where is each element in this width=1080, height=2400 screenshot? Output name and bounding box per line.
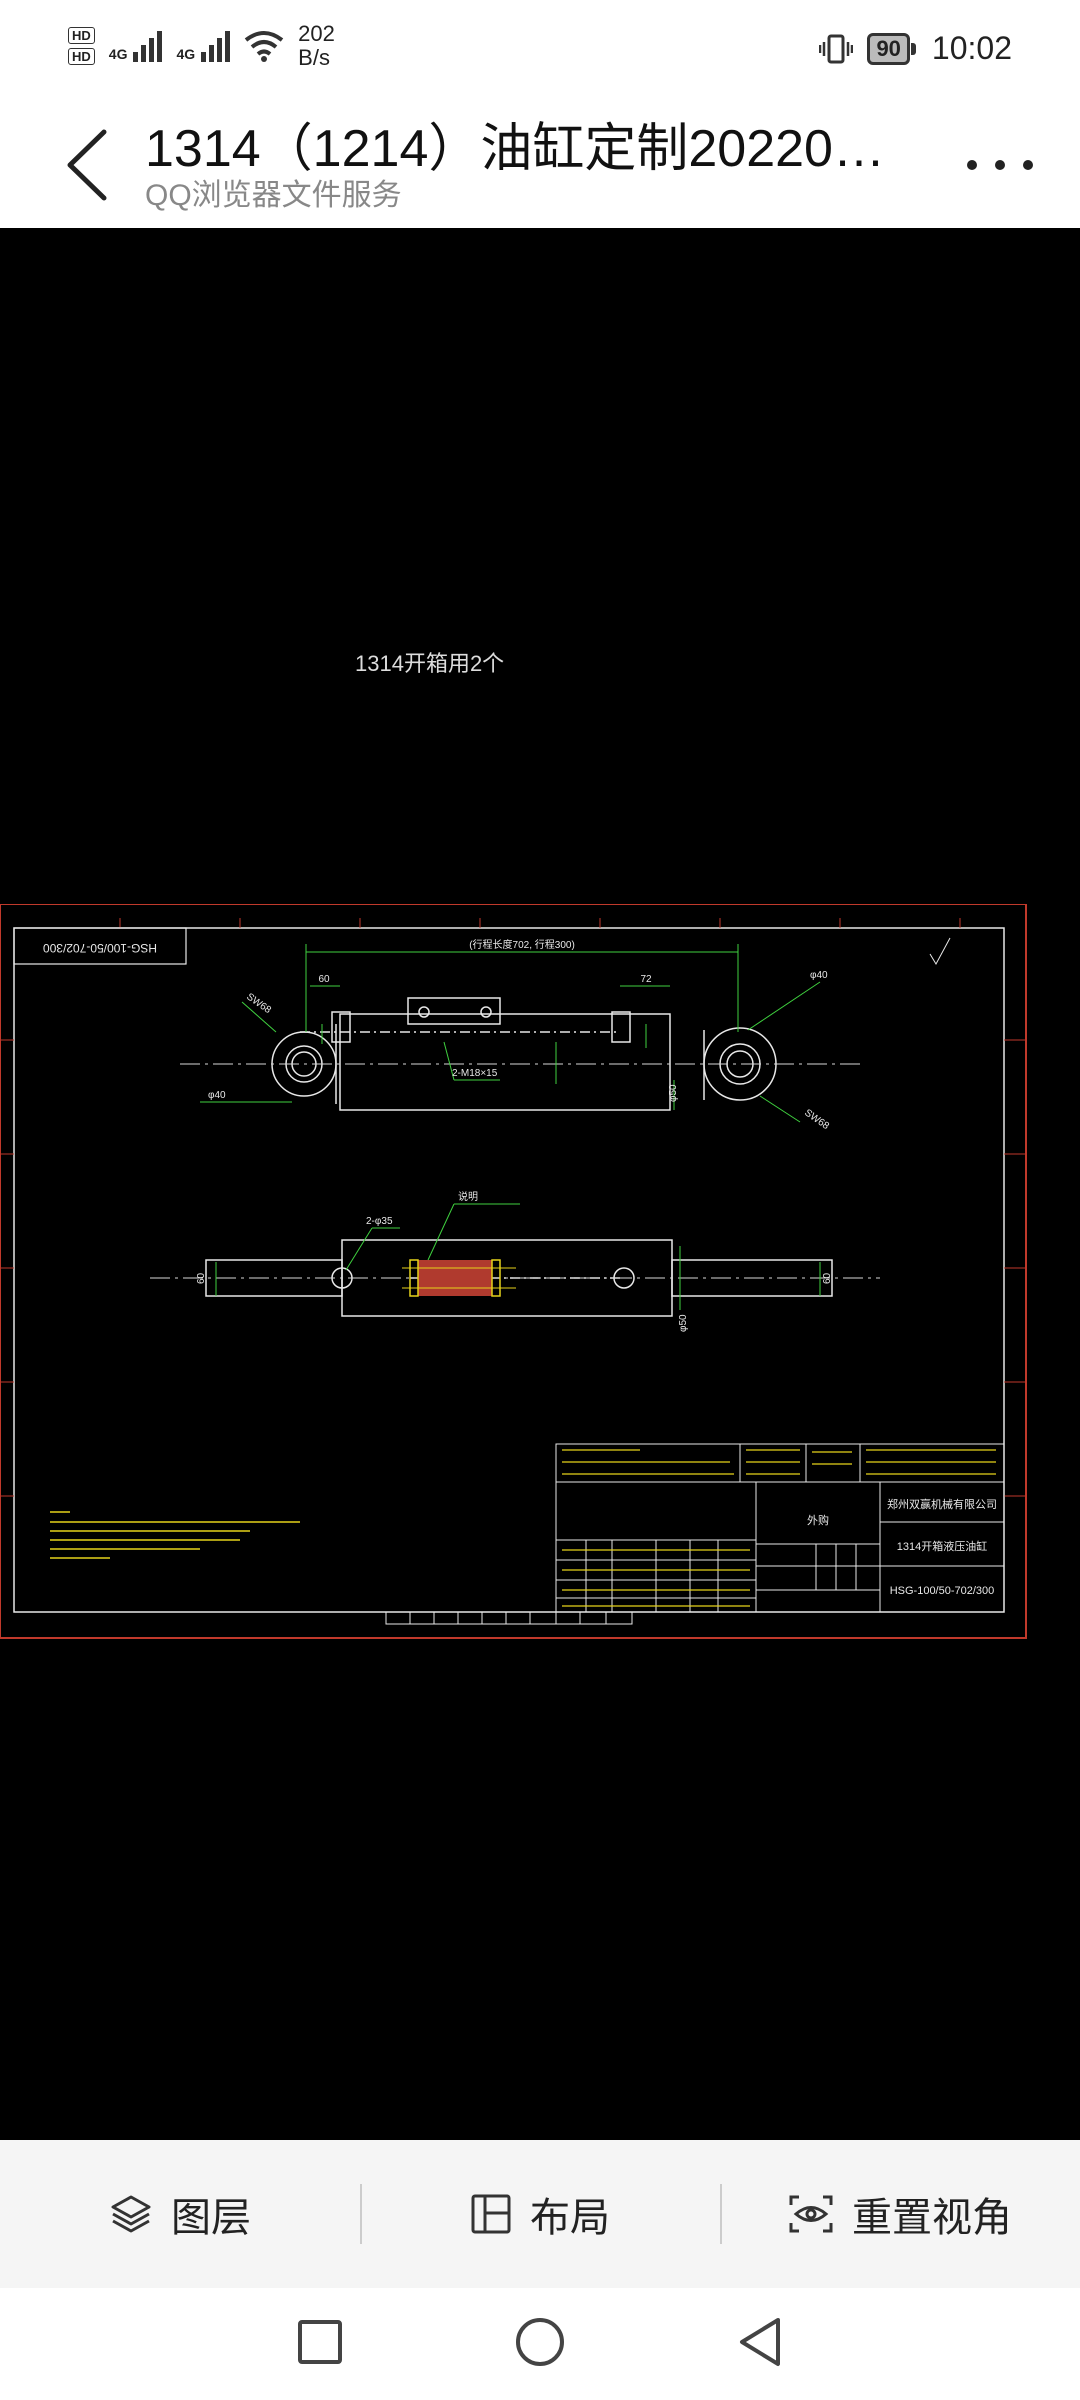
network-label: 4G (108, 46, 128, 62)
dim-sw-left: SW68 (244, 991, 273, 1016)
drawing-frame-inner (13, 927, 1005, 1613)
speed-value: 202 (298, 21, 335, 46)
home-button[interactable] (514, 2316, 566, 2373)
dim-pin-right: φ40 (810, 970, 828, 981)
drawing-frame-outer (0, 904, 1027, 1639)
circle-icon (516, 2317, 564, 2366)
layers-label: 图层 (171, 2196, 251, 2240)
drawing-number: HSG-100/50-702/300 (890, 1585, 995, 1597)
status-right: 90 10:02 (819, 30, 1012, 67)
hd-indicators: HD HD (68, 27, 95, 65)
signal-1: 4G (109, 30, 163, 62)
chevron-left-icon (67, 129, 107, 201)
piston-section (402, 1259, 516, 1297)
dim-60b: 60 (196, 1272, 207, 1284)
dim-pin-left: φ40 (208, 1090, 226, 1101)
dimension-labels-front: 2-φ35 φ50 60 60 说明 (196, 1190, 833, 1332)
dim-stroke: (行程长度702, 行程300) (469, 938, 575, 951)
back-nav-button[interactable] (736, 2316, 784, 2373)
hd-badge: HD (68, 48, 95, 65)
layout-button[interactable]: 布局 (360, 2140, 720, 2288)
cylinder-top-view (271, 997, 777, 1111)
recents-button[interactable] (296, 2318, 344, 2371)
title-block (555, 1443, 1005, 1613)
section-note: 说明 (458, 1190, 478, 1203)
title-bar: 1314（1214）油缸定制20220… QQ浏览器文件服务 (0, 100, 1080, 228)
frame-ticks (0, 918, 1026, 1497)
dim-thread: 2-M18×15 (452, 1068, 498, 1079)
bottom-toolbar: 图层 布局 重置视角 (0, 2140, 1080, 2288)
eye-frame-icon (789, 2195, 833, 2233)
document-source: QQ浏览器文件服务 (145, 179, 402, 212)
triangle-back-icon (740, 2317, 780, 2366)
layers-button[interactable]: 图层 (0, 2140, 360, 2288)
vibrate-icon (819, 34, 854, 63)
dimensions-top (200, 944, 821, 1123)
dim-holes: 2-φ35 (366, 1216, 393, 1227)
cad-viewer-canvas[interactable]: 1314开箱用2个 HSG-100/50-702/300 (0, 228, 1080, 2140)
system-nav-bar (0, 2288, 1080, 2400)
roughness-symbol (929, 937, 951, 966)
part-name: 1314开箱液压油缸 (897, 1539, 987, 1553)
more-dots-icon (967, 160, 1033, 170)
dimensions-front (215, 1203, 821, 1310)
drawing-annotation: 1314开箱用2个 (355, 651, 505, 676)
status-bar: HD HD 4G 4G 202 B/s (0, 0, 1080, 100)
back-button[interactable] (60, 120, 120, 210)
cad-drawing: HSG-100/50-702/300 (行程长度702, 行程300) (0, 904, 1027, 1639)
scale-bar (385, 1611, 633, 1625)
network-speed: 202 B/s (298, 22, 335, 70)
layout-label: 布局 (530, 2196, 610, 2240)
dim-sw-right: SW68 (802, 1107, 831, 1132)
layers-icon (111, 2195, 151, 2233)
layout-icon (471, 2194, 511, 2234)
dim-60a: 60 (318, 974, 330, 985)
more-options-button[interactable] (960, 140, 1040, 190)
dim-phi50a: φ50 (668, 1084, 679, 1102)
square-icon (298, 2319, 342, 2364)
signal-bars-icon (133, 30, 163, 62)
reset-view-label: 重置视角 (852, 2196, 1012, 2240)
code-box (13, 927, 187, 965)
network-label: 4G (176, 46, 196, 62)
dim-72: 72 (640, 974, 652, 985)
signal-2: 4G (176, 30, 231, 62)
status-left: HD HD 4G 4G 202 B/s (68, 22, 335, 70)
view-label: 外购 (807, 1513, 829, 1527)
battery-indicator: 90 (867, 32, 917, 65)
code-box-text: HSG-100/50-702/300 (43, 941, 157, 955)
speed-unit: B/s (298, 45, 330, 70)
technical-notes (50, 1511, 300, 1559)
wifi-icon (244, 31, 284, 62)
dim-60c: 60 (822, 1272, 833, 1284)
signal-bars-icon (201, 30, 231, 62)
title-block-yellow (562, 1449, 996, 1607)
company-name: 郑州双赢机械有限公司 (887, 1497, 997, 1511)
clock: 10:02 (931, 30, 1012, 66)
title-block-text: 外购 郑州双赢机械有限公司 1314开箱液压油缸 HSG-100/50-702/… (807, 1497, 997, 1597)
reset-view-button[interactable]: 重置视角 (720, 2140, 1080, 2288)
dim-phi50b: φ50 (678, 1314, 689, 1332)
hd-badge: HD (68, 27, 95, 44)
